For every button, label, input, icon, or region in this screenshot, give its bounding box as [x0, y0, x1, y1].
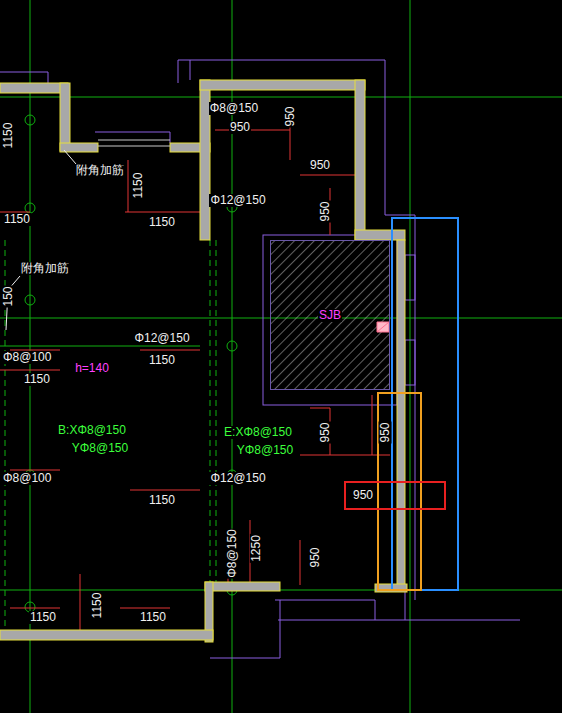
outline-lines-part — [275, 600, 375, 620]
dimension-label: Φ8@100 — [2, 351, 52, 364]
dimension-label: 1150 — [133, 171, 146, 199]
dimension-label: 1150 — [92, 591, 105, 619]
dimension-label: 950 — [309, 546, 322, 568]
dimension-label: 1150 — [148, 216, 176, 229]
dimension-label: 1150 — [139, 611, 167, 624]
rebar-lines-part — [10, 608, 60, 609]
node-text: SJB — [318, 309, 342, 322]
leader-lines — [6, 150, 76, 330]
rebar-note: E:XΦ8@150 — [223, 426, 293, 439]
rebar-lines-part — [130, 490, 200, 491]
hatched-opening-box: SJB — [270, 240, 390, 390]
leader-lines-part — [64, 150, 76, 164]
grid-lines-part — [410, 0, 411, 713]
dimension-label: 1150 — [29, 611, 57, 624]
rebar-lines-part — [215, 130, 290, 131]
outline-lines-part — [0, 72, 48, 83]
wall-part — [205, 582, 280, 591]
dimension-label: 1150 — [3, 121, 16, 149]
rebar-lines-part — [125, 212, 200, 213]
outline-lines-part — [190, 60, 191, 80]
highlight-box-part — [392, 218, 458, 590]
outline-lines-part — [405, 340, 415, 385]
dimension-label: 1150 — [148, 354, 176, 367]
dimension-label: 1150 — [3, 213, 31, 226]
outline-lines-part — [178, 60, 415, 600]
dimension-label: 950 — [229, 121, 251, 134]
rebar-lines-part — [300, 455, 390, 456]
dimension-label: Φ12@150 — [133, 332, 190, 345]
dimension-label: 950 — [319, 421, 332, 443]
wall — [0, 80, 407, 642]
rebar-lines — [0, 110, 390, 630]
window-lines-part — [98, 140, 170, 141]
dimension-label: Φ12@150 — [209, 472, 266, 485]
dimension-label: 950 — [309, 159, 331, 172]
grid-lines-part — [25, 115, 35, 125]
rebar-lines-part — [80, 574, 81, 630]
hatched-opening — [270, 240, 390, 390]
outline-lines-part — [263, 235, 397, 405]
wall-part — [60, 143, 98, 152]
wall-part — [60, 83, 70, 151]
rebar-lines-part — [372, 395, 373, 455]
rebar-lines-part — [10, 470, 60, 471]
wall-part — [355, 80, 365, 240]
window-lines — [98, 140, 170, 146]
grid-lines-part — [216, 240, 217, 585]
rebar-note: YΦ8@150 — [236, 444, 294, 457]
dimension-label: 附角加筋 — [20, 262, 70, 275]
dimension-label: 1250 — [249, 534, 262, 563]
dimension-label: Φ8@150 — [209, 102, 259, 115]
dimension-label: 150 — [2, 285, 15, 307]
dimension-label: Φ12@150 — [209, 194, 266, 207]
node-text: 950 — [352, 489, 374, 502]
outline-lines-part — [405, 590, 406, 620]
highlight-dimension-box: 950 — [344, 481, 446, 510]
highlight-box-part — [378, 393, 421, 590]
wall-part — [355, 230, 405, 240]
dimension-label: 1150 — [148, 494, 176, 507]
grid-lines-part — [0, 346, 200, 347]
rebar-note: B:XΦ8@150 — [57, 424, 127, 437]
grid-lines-part — [210, 240, 211, 585]
rebar-lines-part — [120, 608, 170, 609]
rebar-lines-part — [140, 350, 200, 351]
rebar-lines-part — [128, 160, 129, 212]
hatched-opening-part — [270, 240, 390, 390]
dimension-label: 950 — [319, 200, 332, 222]
outline-lines-part — [405, 255, 415, 300]
wall-part — [0, 630, 213, 640]
outline-lines-part — [95, 132, 170, 143]
wall-part — [200, 80, 365, 90]
grid-lines-part — [0, 590, 562, 591]
dimension-label: Φ8@150 — [225, 528, 238, 578]
dimension-label: 1150 — [23, 373, 51, 386]
grid-lines-part — [25, 295, 35, 305]
rebar-note: YΦ8@150 — [71, 442, 129, 455]
hatched-opening-part — [377, 322, 389, 332]
grid-lines-part — [227, 341, 237, 351]
grid-lines-part — [0, 97, 562, 98]
rebar-lines-part — [310, 408, 330, 409]
rebar-lines-part — [0, 370, 60, 371]
rebar-note: h=140 — [74, 362, 110, 375]
rebar-lines-part — [300, 540, 301, 585]
dimension-label: 950 — [284, 105, 297, 127]
wall-part — [0, 83, 68, 93]
window-lines-part — [98, 146, 170, 147]
wall-part — [397, 240, 405, 590]
rebar-lines-part — [300, 175, 355, 176]
dimension-label: 950 — [379, 421, 392, 443]
outline-lines-part — [278, 620, 520, 621]
dimension-label: Φ8@100 — [2, 472, 52, 485]
outline-lines-part — [210, 600, 280, 658]
dimension-label: 附角加筋 — [75, 164, 125, 177]
outline-lines — [0, 60, 520, 658]
highlight-box — [378, 218, 458, 590]
